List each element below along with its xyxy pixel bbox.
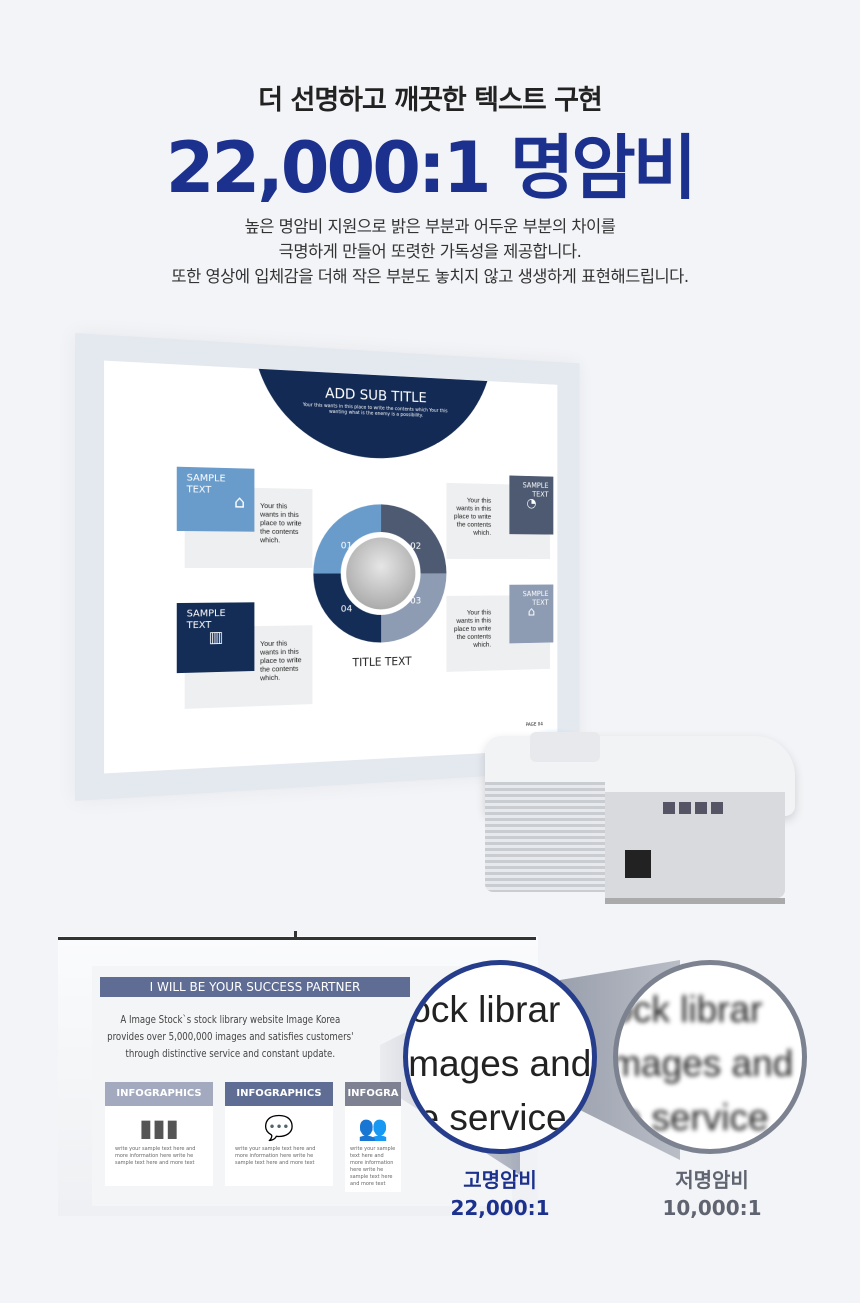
- people-icon: 👥: [358, 1114, 388, 1142]
- low-contrast-ratio: 10,000:1: [662, 1196, 762, 1220]
- low-contrast-caption: 저명암비 10,000:1: [612, 1166, 812, 1222]
- card-4: SAMPLE TEXT▥: [176, 602, 255, 674]
- projected-slide: ADD SUB TITLE Your this wants in this pl…: [104, 360, 558, 774]
- lens-line: tock librar: [613, 989, 763, 1030]
- infographic-text: write your sample text here and more inf…: [235, 1146, 316, 1166]
- partner-banner: I WILL BE YOUR SUCCESS PARTNER: [100, 977, 410, 997]
- card-2: SAMPLE TEXT◔: [509, 475, 554, 535]
- subtitle: 더 선명하고 깨끗한 텍스트 구현: [258, 85, 603, 116]
- infographic-card: INFOGRAPHICS ▮▮▮ write your sample text he…: [105, 1082, 213, 1186]
- high-contrast-label: 고명암비: [463, 1168, 537, 1192]
- lens-line: images and: [613, 1043, 794, 1084]
- infographic-card: INFOGRAPHICS 💬 write your sample text here…: [225, 1082, 333, 1186]
- card-label: SAMPLE TEXT: [522, 589, 549, 607]
- description: 높은 명암비 지원으로 밝은 부분과 어두운 부분의 차이를 극명하게 만들어 …: [0, 214, 860, 289]
- title-text: TITLE TEXT: [352, 654, 412, 670]
- high-contrast-lens: tock librar images and ve service: [403, 960, 597, 1154]
- card-text: Your this wants in this place to write t…: [453, 608, 492, 649]
- partner-paragraph: A Image Stock`s stock library website Im…: [95, 1012, 366, 1063]
- laptop-photo: [346, 537, 416, 610]
- briefcase-icon: ⌂: [233, 492, 245, 513]
- infographic-title: INFOGRAPHICS: [105, 1082, 213, 1106]
- infographic-text: write your sample text here and more inf…: [350, 1146, 396, 1187]
- card-3: SAMPLE TEXT⌂: [509, 584, 554, 644]
- stopwatch-icon: ◔: [526, 496, 537, 511]
- card-text: Your this wants in this place to write t…: [260, 638, 302, 683]
- bar-chart-icon: ▮▮▮: [139, 1114, 179, 1142]
- infographic-title: INFOGRAPHICS: [225, 1082, 333, 1106]
- card-1: SAMPLE TEXT ⌂: [176, 466, 255, 532]
- card-label: SAMPLE TEXT: [186, 472, 226, 496]
- projector-image: [485, 722, 795, 904]
- segment-number: 04: [340, 604, 353, 615]
- infographic-title: INFOGRA: [345, 1082, 401, 1106]
- infographic-card: INFOGRA 👥 write your sample text here and …: [345, 1082, 401, 1192]
- bank-icon: ⌂: [527, 604, 536, 620]
- description-line: 극명하게 만들어 또렷한 가독성을 제공합니다.: [278, 242, 582, 261]
- building-icon: ▥: [208, 627, 224, 647]
- description-line: 높은 명암비 지원으로 밝은 부분과 어두운 부분의 차이를: [244, 217, 616, 236]
- low-contrast-label: 저명암비: [675, 1168, 749, 1192]
- screen-bar: [58, 937, 536, 940]
- card-text: Your this wants in this place to write t…: [453, 495, 492, 537]
- lens-line: images and: [403, 1043, 592, 1084]
- headline: 22,000:1 명암비: [165, 127, 697, 209]
- lens-line: tock librar: [403, 989, 561, 1030]
- paragraph-line: A Image Stock`s stock library website Im…: [120, 1014, 341, 1026]
- card-text: Your this wants in this place to write t…: [260, 501, 302, 545]
- low-contrast-lens: tock librar images and ve service: [613, 960, 807, 1154]
- subtitle-banner: ADD SUB TITLE Your this wants in this pl…: [252, 360, 493, 462]
- high-contrast-ratio: 22,000:1: [450, 1196, 550, 1220]
- cycle-diagram: 01 02 03 04: [313, 503, 447, 644]
- infographic-text: write your sample text here and more inf…: [115, 1146, 196, 1166]
- description-line: 또한 영상에 입체감을 더해 작은 부분도 놓치지 않고 생생하게 표현해드립니…: [171, 267, 689, 286]
- speech-bubble-icon: 💬: [264, 1114, 294, 1142]
- lens-line: ve service: [613, 1097, 769, 1138]
- paragraph-line: through distinctive service and constant…: [125, 1048, 336, 1060]
- high-contrast-caption: 고명암비 22,000:1: [400, 1166, 600, 1222]
- paragraph-line: provides over 5,000,000 images and satis…: [107, 1031, 354, 1043]
